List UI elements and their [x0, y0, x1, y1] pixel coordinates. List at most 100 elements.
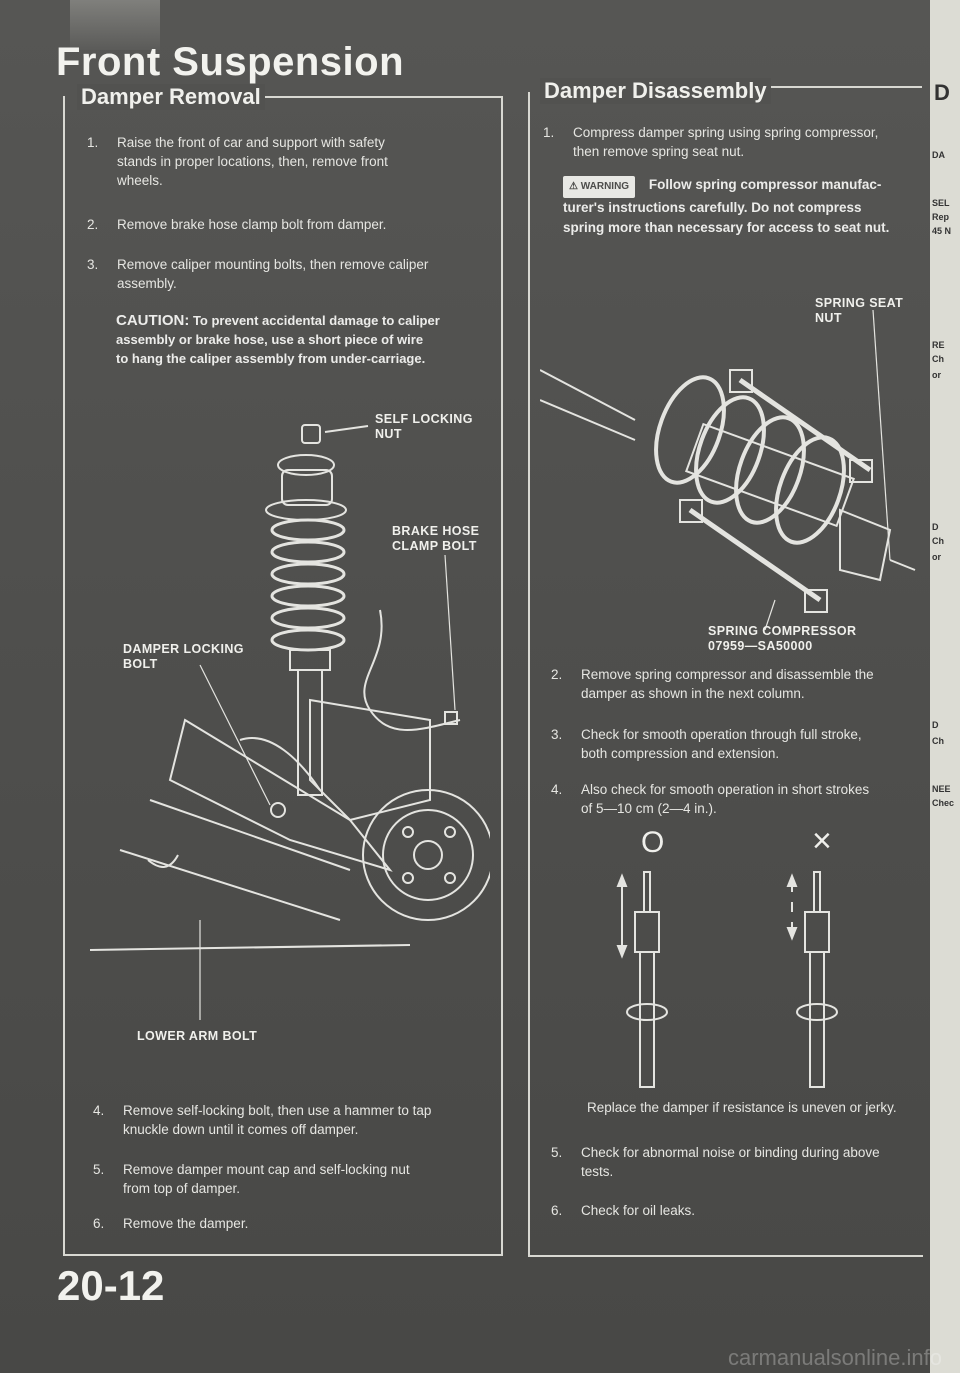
callout-spring-seat-nut: SPRING SEAT NUT [815, 296, 904, 325]
step-line: both compression and extension. [581, 746, 780, 761]
warning-note: ⚠ WARNING Follow spring compressor manuf… [563, 175, 923, 238]
step-number: 1. [543, 125, 555, 140]
edge-fragment: D [934, 80, 950, 105]
warning-line: turer's instructions carefully. Do not c… [563, 200, 862, 215]
step-text: Compress damper spring using spring comp… [573, 123, 878, 161]
replace-damper-note: Replace the damper if resistance is unev… [587, 1100, 897, 1115]
step-line: of 5—10 cm (2—4 in.). [581, 801, 717, 816]
corner-decoration [70, 0, 160, 50]
step-line: Remove self-locking bolt, then use a ham… [123, 1103, 432, 1118]
step-line: knuckle down until it comes off damper. [123, 1122, 359, 1137]
callout-line: NUT [375, 427, 402, 441]
step-text: Also check for smooth operation in short… [581, 780, 869, 818]
step-line: Remove spring compressor and disassemble… [581, 667, 874, 682]
step-number: 6. [551, 1203, 563, 1218]
warning-badge-label: WARNING [580, 181, 630, 192]
step-text: Raise the front of car and support with … [117, 133, 388, 190]
caution-line: To prevent accidental damage to caliper [192, 313, 440, 328]
warning-line: Follow spring compressor manufac- [648, 177, 882, 192]
damper-removal-panel [63, 96, 503, 1256]
callout-line: CLAMP BOLT [392, 539, 477, 553]
step-number: 4. [551, 782, 563, 797]
step-text: Remove caliper mounting bolts, then remo… [117, 255, 428, 293]
strut-assembly-illustration [90, 424, 490, 1020]
caution-note: CAUTION: To prevent accidental damage to… [116, 311, 481, 368]
step-text: Remove spring compressor and disassemble… [581, 665, 874, 703]
step-text: Check for smooth operation through full … [581, 725, 862, 763]
self-locking-nut-figure [301, 424, 321, 444]
damper-removal-title: Damper Removal [77, 84, 265, 110]
manual-page: Front Suspension Damper Removal 1. Raise… [0, 0, 930, 1373]
adjacent-page-edge: D DA SEL Rep 45 N RE Ch or D Ch or D Ch … [930, 0, 960, 1373]
ng-symbol: × [812, 822, 832, 860]
edge-fragment: DA [932, 150, 945, 160]
page-number: 20-12 [57, 1262, 165, 1309]
site-watermark: carmanualsonline.info [727, 1345, 942, 1370]
damper-stroke-illustration [616, 871, 838, 1088]
damper-ng-figure [786, 871, 838, 1088]
step-line: Check for abnormal noise or binding duri… [581, 1145, 880, 1160]
step-number: 6. [93, 1216, 105, 1231]
caution-label: CAUTION: [116, 312, 190, 329]
panel-rule [770, 86, 922, 88]
edge-fragment: 45 N [932, 226, 952, 236]
callout-self-locking-nut: SELF LOCKING NUT [375, 412, 473, 442]
panel-rule [265, 96, 503, 98]
step-number: 2. [551, 667, 563, 682]
edge-fragment: or [932, 552, 941, 562]
step-text: Remove the damper. [123, 1216, 249, 1231]
callout-lower-arm-bolt: LOWER ARM BOLT [137, 1029, 258, 1043]
edge-fragment: Ch [932, 736, 944, 746]
step-text: Remove damper mount cap and self-locking… [123, 1160, 410, 1198]
step-number: 5. [93, 1162, 105, 1177]
callout-spring-compressor: SPRING COMPRESSOR 07959—SA50000 [708, 624, 857, 654]
step-number: 5. [551, 1145, 563, 1160]
step-line: Raise the front of car and support with … [117, 135, 385, 150]
step-text: Check for abnormal noise or binding duri… [581, 1143, 880, 1181]
step-text: Remove brake hose clamp bolt from damper… [117, 217, 387, 232]
damper-disassembly-title: Damper Disassembly [540, 78, 771, 104]
step-line: then remove spring seat nut. [573, 144, 745, 159]
step-line: stands in proper locations, then, remove… [117, 154, 388, 169]
damper-ok-figure [616, 871, 668, 1088]
edge-fragment: or [932, 370, 941, 380]
callout-line: BOLT [123, 657, 158, 671]
step-line: Remove damper mount cap and self-locking… [123, 1162, 410, 1177]
ok-symbol: O [641, 826, 665, 859]
edge-fragment: SEL [932, 198, 950, 208]
step-number: 3. [551, 727, 563, 742]
step-line: wheels. [117, 173, 163, 188]
section-title: Front Suspension [56, 40, 404, 84]
warning-line: spring more than necessary for access to… [563, 220, 890, 235]
step-line: Check for smooth operation through full … [581, 727, 862, 742]
warning-badge: ⚠ WARNING [563, 176, 636, 198]
edge-fragment: Chec [932, 798, 955, 808]
step-text: Check for oil leaks. [581, 1203, 696, 1218]
step-line: assembly. [117, 276, 177, 291]
callout-brake-hose-clamp-bolt: BRAKE HOSE CLAMP BOLT [392, 524, 479, 554]
step-line: Compress damper spring using spring comp… [573, 125, 879, 140]
edge-fragment: D [932, 522, 939, 532]
step-number: 2. [87, 217, 99, 232]
step-line: damper as shown in the next column. [581, 686, 805, 701]
callout-line: DAMPER LOCKING [123, 642, 244, 656]
step-number: 4. [93, 1103, 105, 1118]
edge-fragment: RE [932, 340, 945, 350]
edge-fragment: D [932, 720, 939, 730]
callout-line: SELF LOCKING [375, 412, 473, 426]
edge-fragment: Ch [932, 354, 944, 364]
edge-fragment: Ch [932, 536, 944, 546]
edge-fragment: Rep [932, 212, 950, 222]
callout-line: 07959—SA50000 [708, 639, 813, 653]
step-text: Remove self-locking bolt, then use a ham… [123, 1101, 431, 1139]
step-line: Also check for smooth operation in short… [581, 782, 870, 797]
callout-line: BRAKE HOSE [392, 524, 480, 538]
step-number: 3. [87, 257, 99, 272]
caution-line: assembly or brake hose, use a short piec… [116, 332, 424, 347]
edge-fragment: NEE [932, 784, 951, 794]
callout-damper-locking-bolt: DAMPER LOCKING BOLT [123, 642, 244, 672]
callout-line: SPRING COMPRESSOR [708, 624, 857, 638]
damper-disassembly-panel [528, 92, 923, 1257]
step-line: tests. [581, 1164, 614, 1179]
step-line: from top of damper. [123, 1181, 241, 1196]
